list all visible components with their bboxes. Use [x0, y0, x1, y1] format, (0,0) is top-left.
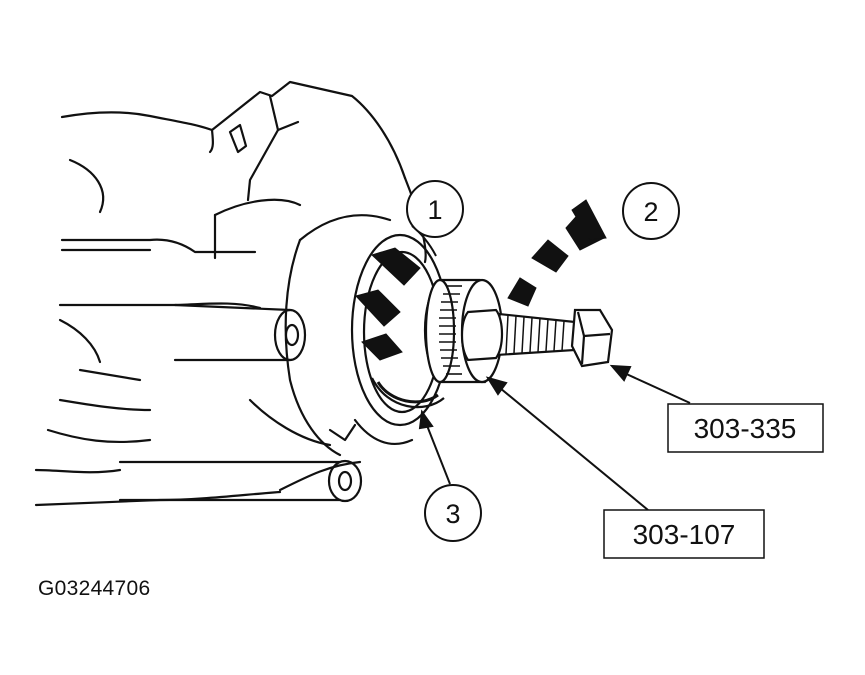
arrow-block-1 [371, 247, 421, 286]
tool-label-303-335-text: 303-335 [694, 413, 797, 444]
oil-seal [376, 381, 439, 404]
callout-3: 3 [424, 484, 482, 542]
tool-label-303-107-text: 303-107 [633, 519, 736, 550]
leader-lines [411, 225, 691, 511]
callout-1-number: 1 [427, 195, 442, 225]
arrow-block-5 [531, 239, 569, 273]
arrow-block-2 [355, 289, 401, 327]
callout-2-number: 2 [643, 197, 658, 227]
arrow-block-4 [507, 277, 537, 307]
tool-303-335-bolt [460, 308, 614, 368]
callout-3-number: 3 [445, 499, 460, 529]
callout-2: 2 [622, 182, 680, 240]
axle-housing [34, 80, 427, 507]
arrow-block-3 [361, 333, 403, 361]
callout-1: 1 [406, 180, 464, 238]
tool-label-303-107: 303-107 [603, 509, 765, 559]
figure-id: G03244706 [38, 577, 151, 600]
tool-label-303-335: 303-335 [667, 403, 824, 453]
force-arrows [355, 199, 607, 361]
arrow-head-2 [571, 199, 607, 241]
